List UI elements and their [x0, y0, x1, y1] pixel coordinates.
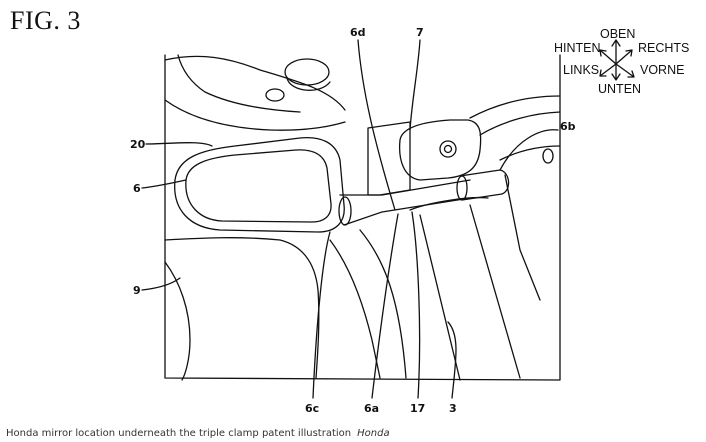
compass-arrow-right-up	[615, 49, 633, 65]
body-panel-top	[164, 54, 346, 113]
patent-drawing: 20 6 9 6d 7 6b 6c 6a 17 3 OBEN HINTEN RE…	[130, 26, 689, 415]
ref-3: 3	[449, 402, 457, 415]
compass-right-down-label: VORNE	[640, 63, 684, 77]
leader-6b	[499, 129, 559, 171]
leader-3	[447, 321, 457, 399]
compass-right-up-label: RECHTS	[638, 41, 689, 55]
ref-6c: 6c	[305, 402, 319, 415]
mirror-glass	[185, 149, 332, 223]
clamp-bolt	[439, 140, 457, 158]
mirror-housing	[174, 136, 345, 233]
caption-credit: Honda	[357, 428, 390, 439]
body-panel-curve	[164, 99, 346, 131]
fork-tube	[419, 204, 521, 381]
leader-6a	[371, 213, 399, 399]
lower-panel	[164, 237, 320, 379]
mirror-stalk	[339, 179, 471, 226]
leader-20	[145, 142, 213, 147]
ref-6a: 6a	[364, 402, 379, 415]
leader-6c	[312, 231, 331, 399]
image-caption: Honda mirror location underneath the tri…	[6, 428, 390, 439]
leader-6d	[357, 39, 396, 211]
compass-arrow-down	[611, 63, 621, 81]
compass-left-down-label: LINKS	[563, 63, 599, 77]
caption-text: Honda mirror location underneath the tri…	[6, 428, 352, 439]
figure-title: FIG. 3	[10, 6, 81, 35]
ref-20: 20	[130, 138, 146, 151]
small-knob	[265, 88, 285, 102]
compass-arrow-left-down	[599, 63, 617, 77]
ref-7: 7	[416, 26, 424, 39]
ref-17: 17	[410, 402, 425, 415]
frame-border	[164, 54, 561, 381]
compass-arrow-left-up	[599, 49, 617, 65]
leader-9	[141, 277, 181, 291]
ref-9: 9	[133, 284, 141, 297]
handlebar	[469, 95, 561, 136]
compass-arrow-right-down	[615, 63, 635, 78]
compass-arrow-up	[611, 39, 621, 65]
leader-6	[141, 179, 187, 189]
clamp-head	[398, 119, 482, 181]
stalk-end	[338, 196, 352, 226]
compass-down-label: UNTEN	[598, 82, 641, 96]
compass-up-label: OBEN	[600, 27, 635, 41]
ref-6: 6	[133, 182, 141, 195]
ref-6d: 6d	[350, 26, 366, 39]
leader-7	[409, 39, 421, 131]
top-knob	[284, 58, 330, 86]
leader-17	[411, 211, 421, 399]
compass-left-up-label: HINTEN	[554, 41, 601, 55]
clamp-block	[367, 121, 411, 196]
ref-6b: 6b	[560, 120, 576, 133]
